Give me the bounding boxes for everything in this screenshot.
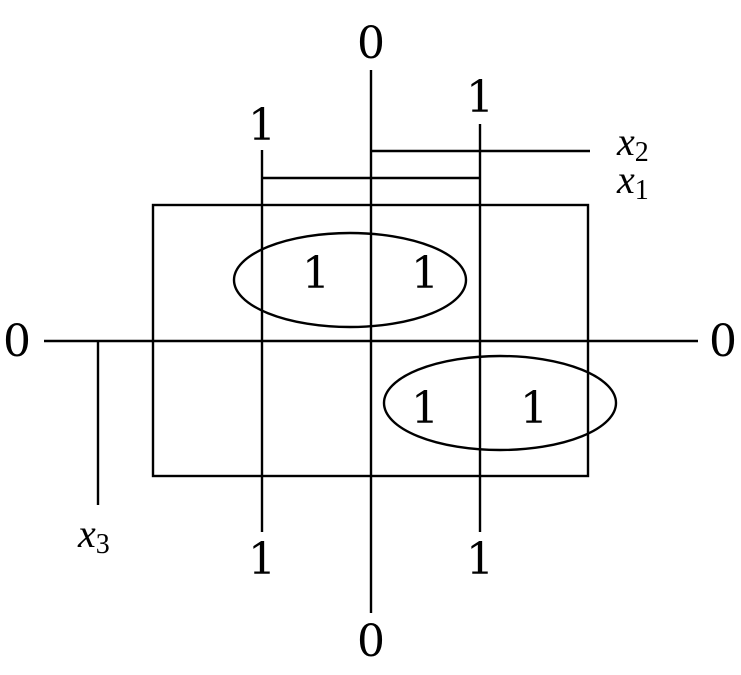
x2-variable-label: x2 xyxy=(616,119,649,168)
left-zero-label: 0 xyxy=(3,316,31,367)
cell-bottom-right: 1 xyxy=(520,383,548,434)
top-zero-label: 0 xyxy=(357,18,385,69)
group-top-loop xyxy=(232,231,468,329)
x3-variable-label: x3 xyxy=(77,511,110,560)
x1-variable-label: x1 xyxy=(616,157,649,206)
bottom-right-one-label: 1 xyxy=(466,534,494,585)
group-bottom-loop xyxy=(382,354,618,452)
cell-top-left: 1 xyxy=(302,248,330,299)
top-right-one-label: 1 xyxy=(466,72,494,123)
top-left-one-label: 1 xyxy=(248,100,276,151)
cell-top-right: 1 xyxy=(411,248,439,299)
bottom-left-one-label: 1 xyxy=(248,534,276,585)
cell-bottom-left: 1 xyxy=(411,383,439,434)
right-zero-label: 0 xyxy=(709,316,737,367)
bottom-zero-label: 0 xyxy=(357,616,385,667)
